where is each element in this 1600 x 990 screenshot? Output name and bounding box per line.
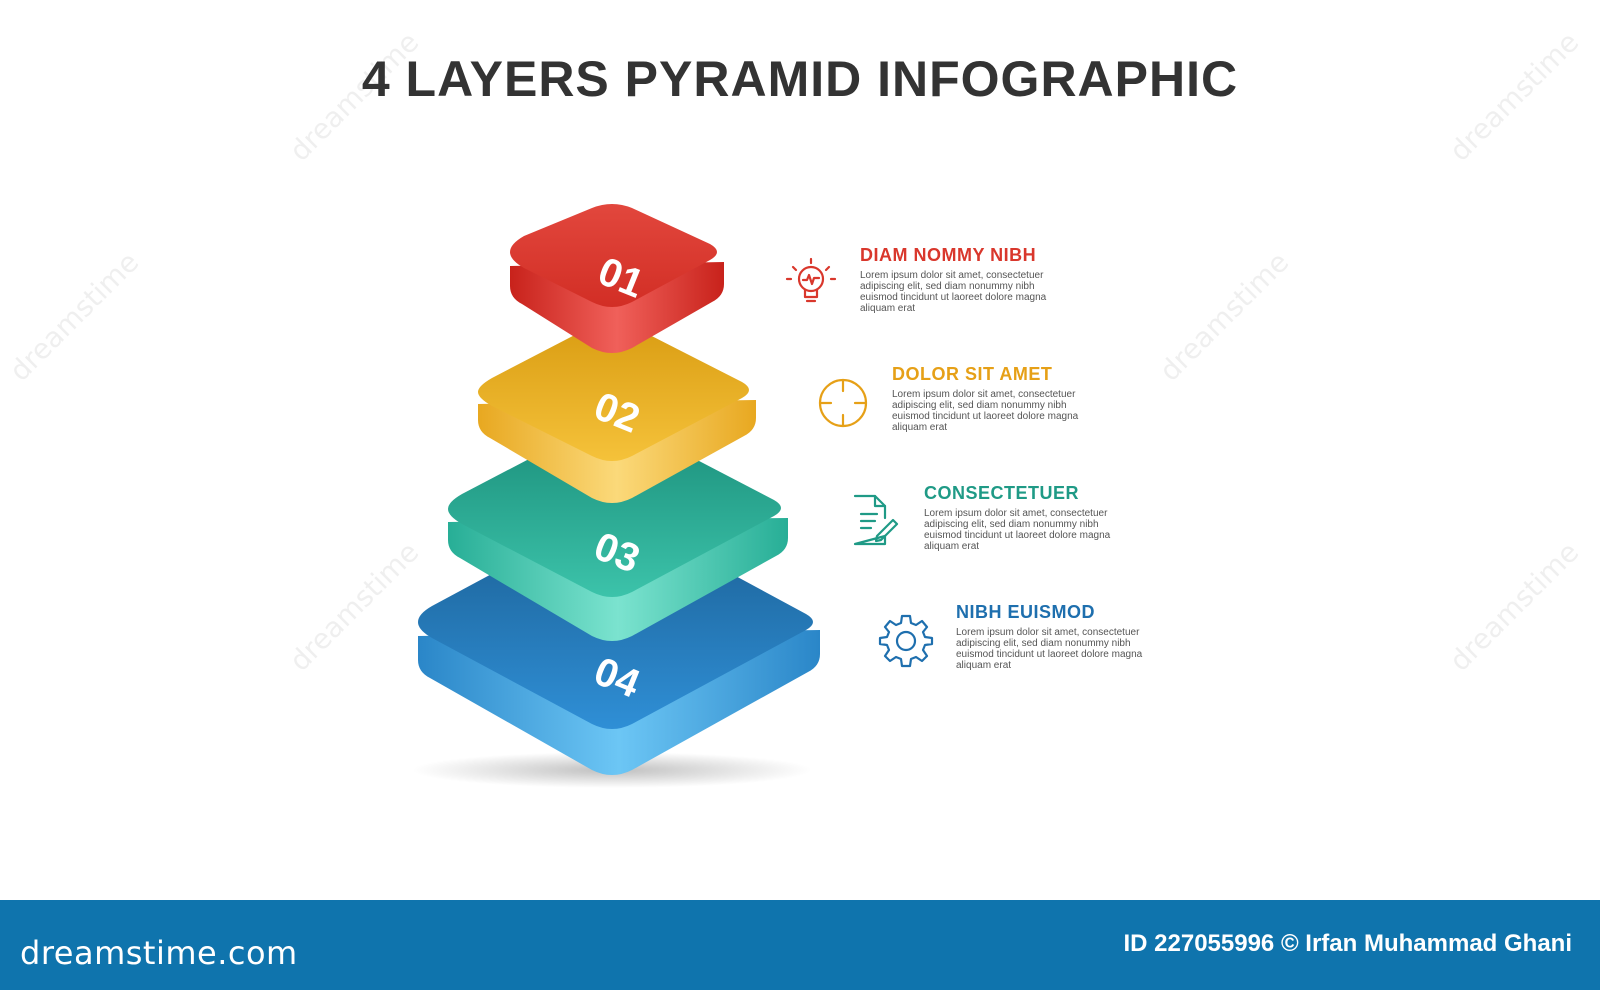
layer-heading: DOLOR SIT AMET [892, 364, 1053, 384]
layer-heading: NIBH EUISMOD [956, 602, 1096, 622]
brand-logo-text[interactable]: dreamstime.com [20, 934, 298, 972]
layer-heading: CONSECTETUER [924, 483, 1080, 503]
layer-02-label: DOLOR SIT AMET Lorem ipsum dolor sit ame… [892, 364, 1222, 433]
layer-description: Lorem ipsum dolor sit amet, consectetuer… [892, 389, 1079, 433]
layer-description: Lorem ipsum dolor sit amet, consectetuer… [860, 270, 1047, 314]
document-edit-icon [853, 494, 899, 546]
layer-01: 01 [510, 204, 724, 353]
page-title: 4 LAYERS PYRAMID INFOGRAPHIC [361, 51, 1239, 107]
layer-01-label: DIAM NOMMY NIBH Lorem ipsum dolor sit am… [860, 245, 1190, 314]
layer-02: 02 [478, 321, 756, 503]
layer-03: 03 [448, 421, 788, 641]
lightbulb-icon [785, 257, 837, 303]
layer-04-label: NIBH EUISMOD Lorem ipsum dolor sit amet,… [956, 602, 1286, 671]
layer-description: Lorem ipsum dolor sit amet, consectetuer… [924, 508, 1111, 552]
gear-icon [878, 614, 934, 668]
target-icon [818, 378, 868, 428]
pyramid-diagram: 04 03 02 01 [412, 204, 820, 788]
layer-heading: DIAM NOMMY NIBH [860, 245, 1037, 265]
layer-03-label: CONSECTETUER Lorem ipsum dolor sit amet,… [924, 483, 1254, 552]
layer-description: Lorem ipsum dolor sit amet, consectetuer… [956, 627, 1143, 671]
image-credit: ID 227055996 © Irfan Muhammad Ghani [1123, 930, 1572, 957]
footer-bar: dreamstime.com ID 227055996 © Irfan Muha… [0, 900, 1600, 990]
